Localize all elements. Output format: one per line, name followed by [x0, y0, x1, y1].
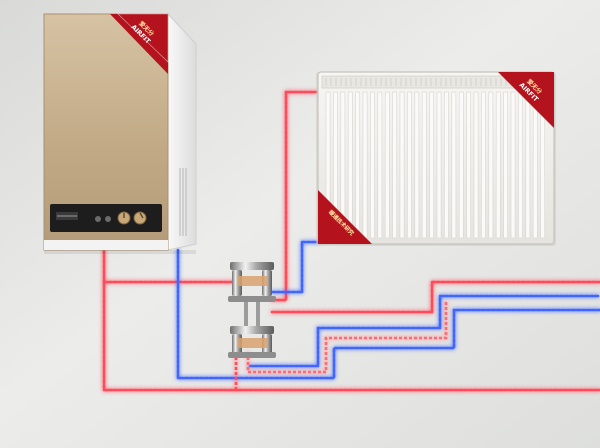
radiator-fin	[473, 91, 479, 239]
radiator-fin	[384, 91, 390, 239]
lower-valve-copper	[238, 338, 268, 348]
manifold-upper-bar	[230, 262, 274, 270]
radiator-fin	[451, 91, 457, 239]
radiator-fin	[495, 91, 501, 239]
radiator-fin	[525, 91, 531, 239]
wall-boiler: 爱无分 AIRFIT	[43, 12, 197, 254]
boiler-knob-icon-2	[133, 211, 147, 225]
manifold-red-crossover	[234, 302, 448, 390]
radiator-fin	[436, 91, 442, 239]
radiator-fin	[518, 91, 523, 239]
boiler-side-panel	[167, 12, 197, 251]
radiator-fin	[355, 91, 361, 239]
radiator-fin	[399, 91, 405, 239]
cold-pipe-radiator-return	[270, 240, 320, 294]
radiator-body	[317, 71, 555, 245]
pipe-manifold	[228, 262, 276, 358]
upper-valve-base	[228, 296, 276, 302]
boiler-bottom-strip	[44, 240, 168, 250]
cold-pipe-mid-run	[248, 294, 600, 368]
radiator-fin	[458, 91, 464, 239]
radiator-fin	[421, 91, 427, 239]
panel-radiator: 爱无分 AIRFIT 暖通技术研究	[316, 71, 556, 246]
boiler-brand-tag	[110, 14, 168, 74]
radiator-fin	[377, 91, 383, 239]
radiator-fin	[466, 91, 472, 239]
lower-valve-base	[228, 352, 276, 358]
radiator-fin	[347, 91, 353, 239]
radiator-fin	[503, 91, 509, 239]
radiator-fin	[481, 91, 486, 239]
radiator-fin	[407, 91, 412, 239]
radiator-fin	[370, 91, 375, 239]
hot-pipe-bottom-loop	[102, 248, 600, 392]
hot-water-pipes	[102, 90, 600, 392]
manifold-lower-bar	[230, 326, 274, 334]
radiator-fin	[392, 91, 398, 239]
upper-valve-copper	[238, 276, 268, 286]
cold-pipe-lower-return	[176, 248, 600, 380]
radiator-fin	[429, 91, 435, 239]
radiator-fin	[444, 91, 449, 239]
hot-pipe-to-radiator-supply	[270, 90, 320, 302]
radiator-fin	[488, 91, 494, 239]
boiler-indicator-icon-2	[105, 216, 111, 222]
radiator-fin	[532, 91, 538, 239]
radiator-brand-tag	[498, 72, 554, 128]
hot-pipe-upper-run	[270, 280, 600, 314]
boiler-side-vents	[179, 168, 187, 236]
boiler-indicator-icon	[95, 216, 101, 222]
radiator-fin	[414, 91, 420, 239]
radiator-fin	[362, 91, 368, 239]
radiator-bottom-tag	[318, 190, 372, 244]
radiator-fin	[510, 91, 516, 239]
cold-water-pipes	[176, 240, 600, 380]
